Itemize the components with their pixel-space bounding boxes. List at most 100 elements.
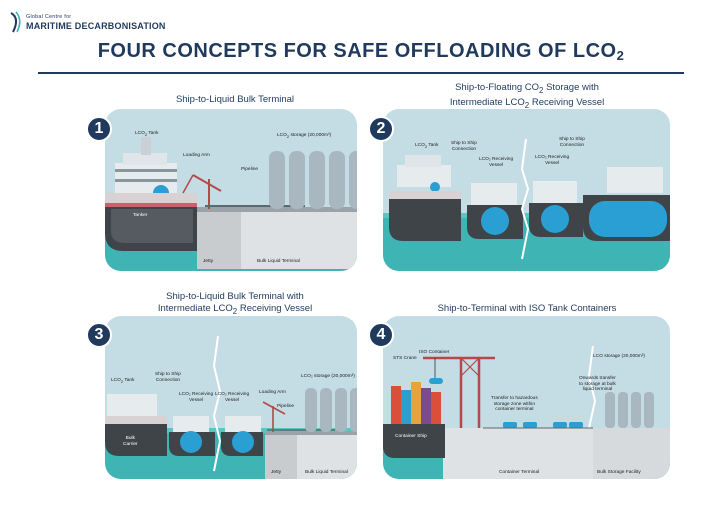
receiving-2-deck-house	[225, 416, 261, 432]
panel-3-title: Ship-to-Liquid Bulk Terminal with Interm…	[157, 291, 313, 316]
panel-1-title: Ship-to-Liquid Bulk Terminal	[175, 94, 295, 105]
iso-container-lifted	[429, 378, 443, 384]
label-lco2-tank: LCO2 Tank	[111, 378, 135, 384]
panel-divider	[212, 335, 222, 472]
water-surface	[383, 213, 670, 218]
panel-3-number-badge: 3	[86, 322, 112, 348]
label-sts-crane: STS Crane	[393, 356, 417, 361]
panel-2-illustration	[383, 138, 670, 271]
panel-1-illustration	[105, 137, 357, 271]
label-bulk-terminal: Bulk Liquid Terminal	[257, 259, 300, 264]
terminal-ground	[297, 435, 357, 479]
container-stacks	[391, 382, 441, 426]
floating-storage-tank	[589, 201, 667, 237]
ship-window-row	[115, 169, 177, 172]
bulk-storage-tanks	[605, 392, 654, 428]
hull-stripe	[105, 203, 197, 207]
title-rule	[38, 72, 684, 74]
loading-arm-drop	[182, 174, 194, 194]
container-terminal-ground	[443, 428, 593, 479]
storage-tanks	[305, 388, 357, 432]
panel-1-ship-to-bulk-terminal: LCO2 Tank Loading Arm LCO2 storage (20,0…	[105, 109, 357, 271]
label-pipeline: Pipeline	[277, 404, 295, 409]
jetty	[197, 209, 241, 269]
receiving-2-tank	[541, 205, 569, 233]
label-container-ship: Container Ship	[395, 434, 427, 439]
panel-divider	[520, 138, 530, 260]
label-jetty: Jetty	[203, 259, 214, 264]
label-storage: LCO₂ storage (20,000m³)	[301, 374, 355, 379]
ship-window-row	[115, 179, 177, 182]
carrier-bridge	[397, 165, 451, 187]
label-iso-container: ISO Container	[419, 350, 450, 355]
bulk-storage-ground	[593, 428, 670, 479]
label-lco2-tank: LCO2 Tank	[415, 143, 439, 149]
receiving-1-deck-house	[173, 416, 209, 432]
panel-3-illustration	[105, 335, 357, 479]
carrier-bridge-top	[405, 155, 441, 167]
panel-4-number-badge: 4	[368, 322, 394, 348]
label-pipeline: Pipeline	[241, 167, 259, 172]
logo-mark-icon	[10, 11, 21, 33]
page-title: FOUR CONCEPTS FOR SAFE OFFLOADING OF LCO…	[97, 40, 625, 63]
label-lco2-tank: LCO2 Tank	[135, 131, 159, 137]
label-bulk-storage-facility: Bulk Storage Facility	[597, 470, 641, 475]
receiving-2-deck-house	[533, 181, 577, 203]
panel-2-title: Ship-to-Floating CO2 Storage with Interm…	[449, 82, 605, 110]
label-jetty: Jetty	[271, 470, 282, 475]
carrier-bridge	[107, 394, 157, 416]
iso-tank-trucks	[503, 422, 583, 428]
panel-4-illustration	[383, 345, 670, 479]
bulk-carrier-hull	[105, 416, 167, 456]
storage-bridge	[607, 167, 663, 193]
label-bulk-terminal: Bulk Liquid Terminal	[305, 470, 348, 475]
loading-arm-boom	[192, 174, 222, 192]
receiving-1-tank	[481, 207, 509, 235]
terminal-ground	[241, 212, 357, 269]
label-storage: LCO2 storage (20,000m³)	[277, 133, 332, 139]
receiving-1-tank	[180, 431, 202, 453]
receiving-1-deck-house	[471, 183, 517, 205]
jetty-deck	[265, 431, 357, 435]
panel-4-title: Ship-to-Terminal with ISO Tank Container…	[437, 303, 617, 314]
carrier-hull	[389, 191, 461, 241]
label-loading-arm: Loading Arm	[259, 390, 286, 395]
ship-mast	[141, 137, 151, 155]
container-ship-hull	[383, 424, 445, 458]
logo-line-1: Global Centre for	[26, 14, 72, 20]
label-tanker: Tanker	[133, 213, 148, 218]
carrier-deck	[105, 416, 167, 424]
hull-inner	[111, 209, 193, 243]
logo-line-2: MARITIME DECARBONISATION	[26, 21, 166, 31]
receiving-2-tank	[232, 431, 254, 453]
gcmd-logo: Global Centre for MARITIME DECARBONISATI…	[8, 10, 165, 40]
jetty	[265, 434, 297, 479]
tanker-deck	[105, 193, 197, 203]
label-bulk-storage: LCO storage (20,000m³)	[593, 354, 645, 359]
panel-2-number-badge: 2	[368, 116, 394, 142]
label-container-terminal: Container Terminal	[499, 470, 540, 475]
panel-4-ship-to-terminal-iso: ISO Container STS Crane LCO storage (20,…	[383, 316, 670, 479]
loading-arm-boom	[262, 401, 286, 415]
jetty-deck	[197, 207, 357, 212]
ship-bridge	[115, 163, 177, 193]
storage-tanks	[269, 151, 357, 209]
ship-bridge-top	[123, 153, 167, 165]
carrier-lco2-tank	[430, 182, 440, 192]
panel-divider	[587, 345, 597, 429]
panel-1-number-badge: 1	[86, 116, 112, 142]
carrier-deck	[389, 191, 461, 199]
label-loading-arm: Loading Arm	[183, 153, 210, 158]
